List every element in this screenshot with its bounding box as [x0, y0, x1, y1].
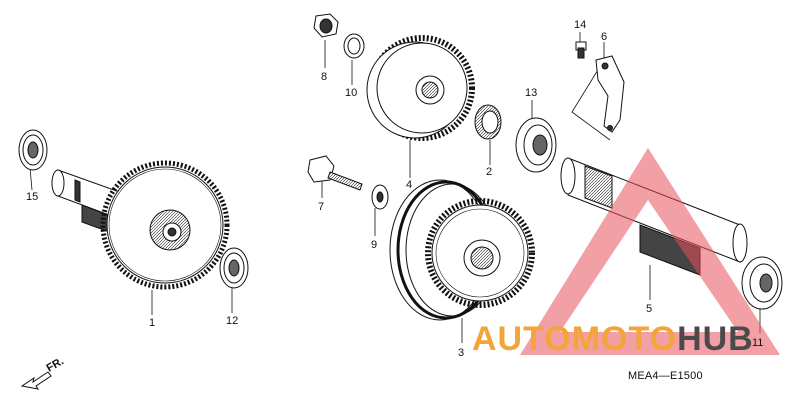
bearing-15	[18, 129, 48, 171]
callout-labels: 15 1 12 4 2 13 3 7 9 8 10 5 14 6 11	[26, 19, 763, 359]
watermark-text: AUTOMOTOHUB	[472, 320, 754, 358]
starter-clutch-3	[389, 179, 535, 321]
shaft-gear-1	[51, 160, 230, 290]
front-label: FR.	[45, 355, 66, 374]
callout-9: 9	[371, 239, 377, 251]
callout-8: 8	[321, 71, 327, 83]
callout-4: 4	[406, 179, 412, 191]
arrow-icon	[20, 371, 52, 390]
callout-12: 12	[226, 315, 238, 327]
leader-lines	[29, 32, 761, 343]
callout-14: 14	[574, 19, 586, 31]
callout-10: 10	[345, 87, 357, 99]
watermark-logo	[520, 148, 780, 355]
bearing-13	[515, 117, 557, 173]
watermark-text-a: AUTOMOTO	[472, 320, 677, 358]
washer-9	[371, 184, 389, 210]
front-arrow: FR.	[20, 355, 66, 390]
callout-7: 7	[318, 201, 324, 213]
bolt-14	[575, 41, 587, 59]
gear-4	[366, 35, 475, 141]
callout-6: 6	[601, 31, 607, 43]
nut-8	[313, 13, 339, 38]
washer-10	[343, 33, 365, 59]
watermark-text-b: HUB	[677, 320, 754, 358]
callout-11: 11	[752, 337, 763, 349]
bolt-7	[307, 155, 363, 191]
callout-13: 13	[525, 87, 537, 99]
callout-1: 1	[149, 317, 155, 329]
diagram-code: MEA4—E1500	[628, 370, 703, 382]
bearing-11	[741, 256, 783, 310]
callout-2: 2	[486, 166, 492, 178]
needle-bearing-2	[474, 104, 502, 140]
callout-15: 15	[26, 191, 38, 203]
callout-5: 5	[646, 303, 652, 315]
bracket-6	[595, 55, 625, 133]
callout-3: 3	[458, 347, 464, 359]
bearing-12	[219, 247, 249, 289]
